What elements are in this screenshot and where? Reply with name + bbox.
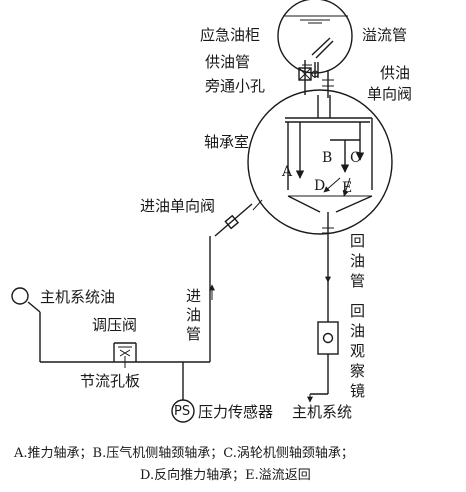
label-bearing-chamber: 轴承室	[204, 133, 249, 151]
label-inlet-check-valve: 进油单向阀	[140, 197, 215, 215]
svg-text:察: 察	[350, 362, 365, 380]
label-bypass-hole: 旁通小孔	[205, 77, 265, 95]
svg-text:油: 油	[350, 252, 365, 270]
label-main-oil: 主机系统油	[40, 288, 115, 306]
letter-d: D	[314, 178, 325, 194]
label-return-pipe: 回 油 管	[350, 232, 365, 290]
svg-text:回: 回	[350, 302, 365, 320]
label-supply-check-valve-2: 单向阀	[367, 85, 412, 103]
overflow-pipe	[311, 37, 334, 78]
main-oil-loop	[11, 287, 210, 423]
label-overflow-pipe: 溢流管	[362, 26, 407, 44]
label-emergency-tank: 应急油柜	[200, 26, 260, 44]
svg-text:回: 回	[350, 232, 365, 250]
letter-b: B	[322, 150, 332, 166]
svg-text:管: 管	[186, 325, 201, 343]
svg-text:油: 油	[350, 322, 365, 340]
letter-a: A	[281, 164, 293, 180]
label-orifice: 节流孔板	[80, 372, 140, 390]
caption-line-1: A.推力轴承；B.压气机侧轴颈轴承；C.涡轮机侧轴颈轴承；	[13, 445, 354, 461]
svg-text:管: 管	[350, 272, 365, 290]
label-ps: PS	[174, 404, 190, 419]
label-regulator: 调压阀	[92, 316, 137, 334]
label-sight-glass: 回 油 观 察 镜	[350, 302, 365, 400]
svg-text:油: 油	[186, 306, 201, 324]
svg-text:观: 观	[350, 342, 365, 360]
caption-line-2: D.反向推力轴承；E.溢流返回	[140, 467, 311, 483]
label-supply-pipe: 供油管	[205, 53, 250, 71]
supply-check-valve	[322, 70, 334, 98]
label-supply-check-valve-1: 供油	[380, 64, 410, 82]
label-main-system: 主机系统	[292, 403, 352, 421]
label-inlet-pipe: 进 油 管	[186, 287, 201, 343]
inlet-line	[209, 199, 263, 362]
letter-c: C	[350, 150, 361, 166]
supply-pipe	[298, 60, 319, 95]
svg-text:进: 进	[186, 287, 201, 305]
return-line	[307, 212, 339, 403]
bearing-chamber	[247, 89, 393, 235]
svg-text:镜: 镜	[350, 382, 365, 400]
letter-e: E	[342, 180, 352, 196]
label-pressure-sensor: 压力传感器	[198, 403, 273, 421]
